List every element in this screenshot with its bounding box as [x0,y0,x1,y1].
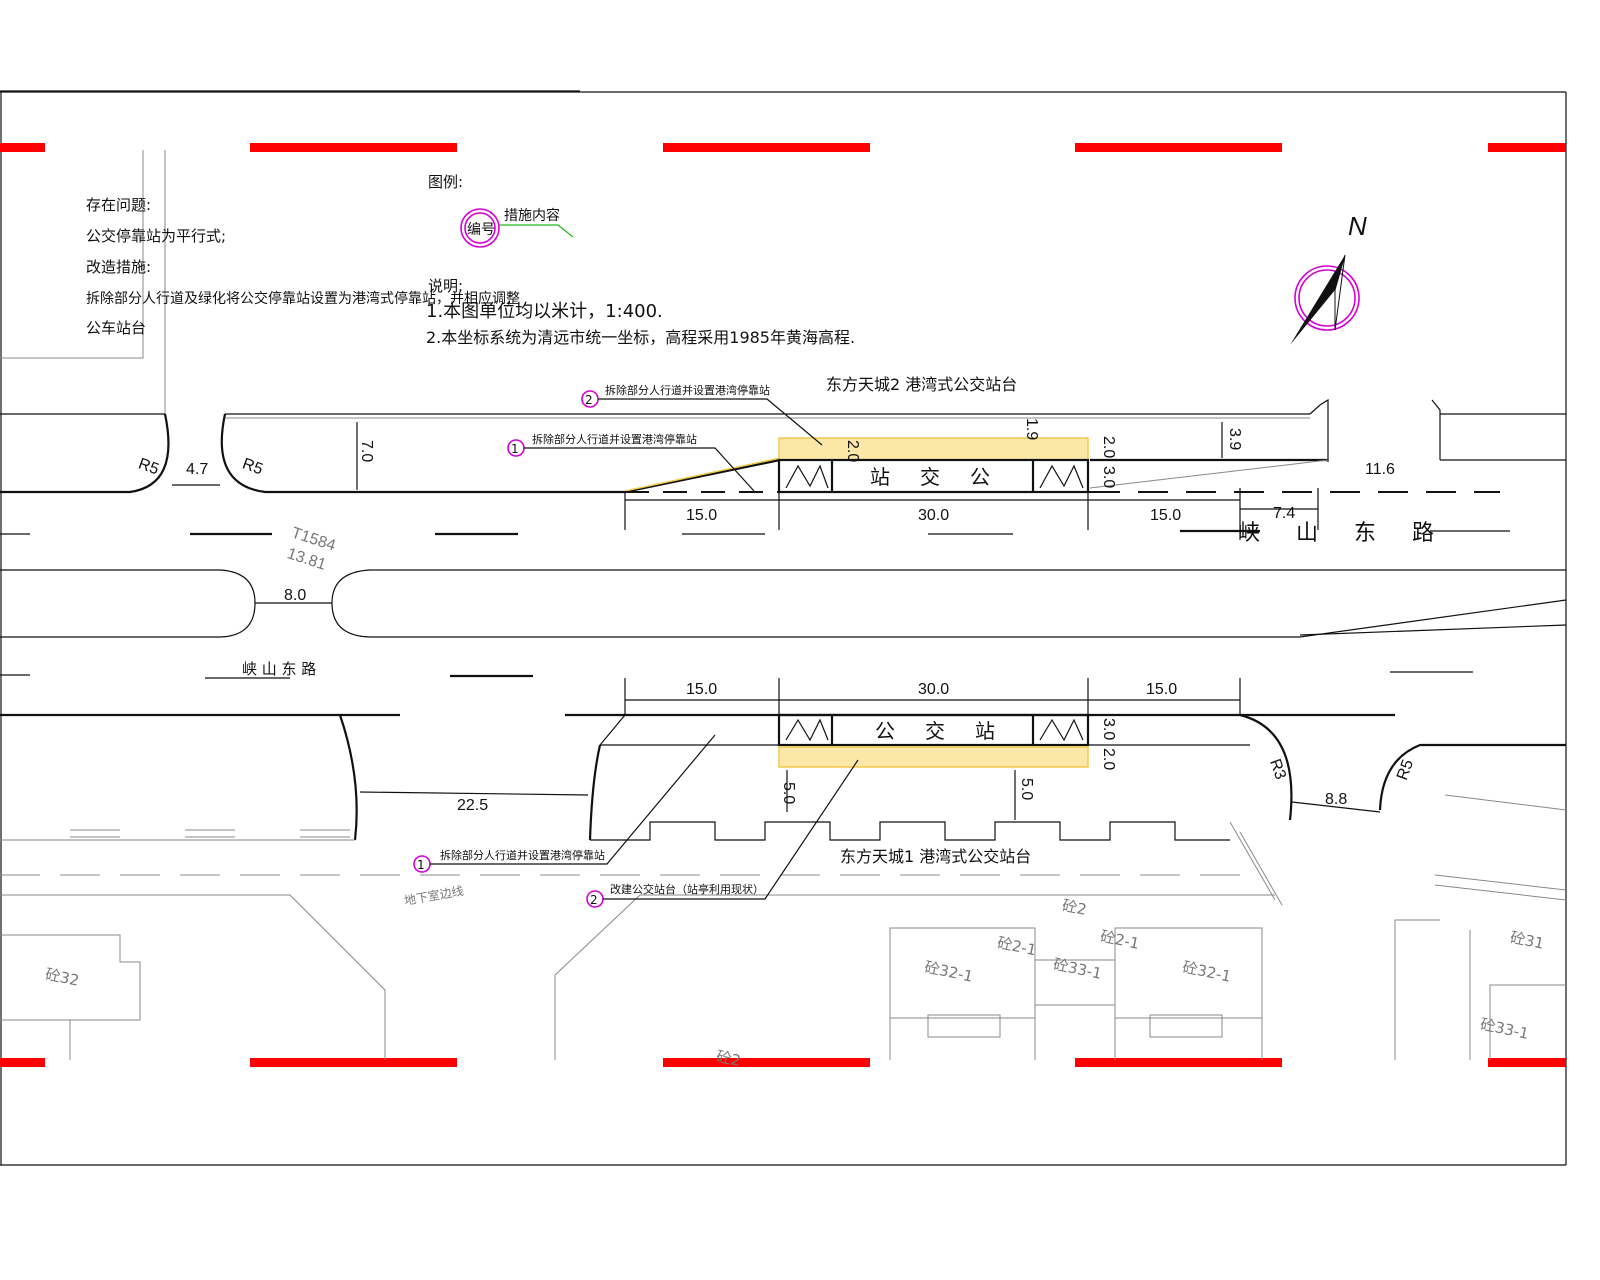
dim-8-0: 8.0 [284,587,306,604]
lower-dimensions: 15.0 30.0 15.0 3.0 2.0 5.0 5.0 22.5 8.8 … [359,678,1417,820]
north-arrow-icon: N [1290,211,1367,345]
measures-line1: 拆除部分人行道及绿化将公交停靠站设置为港湾式停靠站，并相应调整 [86,290,520,307]
dim-r5: R5 [136,455,161,478]
measures-heading: 改造措施: [86,258,151,276]
lower-platform-paving [778,746,1089,768]
dim-2-0b: 2.0 [1100,436,1117,458]
callout-1-text: 拆除部分人行道并设置港湾停靠站 [440,848,605,862]
dim-22-5: 22.5 [457,797,488,814]
measures-line2: 公车站台 [86,319,146,337]
building-label: 砼33-1 [1479,1015,1531,1043]
dim-2-0: 2.0 [844,440,861,462]
legend-circle-label: 编号 [467,222,495,238]
dim-5-0b: 5.0 [1018,778,1035,800]
north-label: N [1348,211,1367,241]
dim-entry: 15.0 [686,507,717,524]
dim-11-6: 11.6 [1365,461,1395,478]
upper-bus-bay: 站 交 公 [777,437,1090,494]
legend-leader [499,224,574,238]
building-label: 砼2-1 [1099,927,1141,953]
upper-stop-title: 东方天城2 港湾式公交站台 [826,375,1017,394]
legend: 图例: 编号 措施内容 [428,173,574,248]
dim-r5b: R5 [240,455,265,478]
building-labels: 砼32 砼2 砼32-1 砼2-1 砼33-1 砼2-1 砼32-1 砼31 砼… [44,896,1546,1070]
callout-1-number: 1 [511,442,519,456]
dim-platform: 30.0 [918,681,949,698]
dim-r5: R5 [1394,757,1417,782]
lower-bus-bay: 公 交 站 [777,713,1090,768]
dim-exit: 15.0 [1146,681,1177,698]
problem-text: 公交停靠站为平行式; [86,227,226,245]
dim-3-0: 3.0 [1100,718,1117,740]
dim-platform: 30.0 [918,507,949,524]
dim-3-9: 3.9 [1226,428,1243,450]
notes: 说明: 1.本图单位均以米计，1:400. 2.本坐标系统为清远市统一坐标，高程… [426,277,855,347]
dim-7-4: 7.4 [1273,505,1295,522]
dim-4-7: 4.7 [186,461,208,478]
upper-callouts: 东方天城2 港湾式公交站台 2 拆除部分人行道并设置港湾停靠站 1 拆除部分人行… [242,375,1434,678]
dim-5-0: 5.0 [780,782,797,804]
bay-text-char: 公 [970,465,990,489]
lower-callouts: 东方天城1 港湾式公交站台 1 拆除部分人行道并设置港湾停靠站 2 改建公交站台… [403,734,1031,908]
callout-1-number: 1 [417,858,425,872]
dim-7-0: 7.0 [358,440,375,462]
callout-2-text: 拆除部分人行道并设置港湾停靠站 [605,383,770,397]
zigzag-marking-icon [1039,718,1084,742]
bay-text-char: 站 [975,719,995,743]
road-name-char: 山 [1296,521,1318,546]
callout-1-text: 拆除部分人行道并设置港湾停靠站 [532,432,697,446]
building-label: 砼2-1 [996,934,1038,960]
frame [0,90,1567,1166]
building-label: 砼33-1 [1052,955,1104,983]
zigzag-marking-icon [1039,464,1084,489]
notes-title: 说明: [428,277,463,295]
dim-8-8: 8.8 [1325,791,1347,808]
dim-1-9: 1.9 [1023,418,1040,440]
road-name-char: 东 [1354,521,1376,546]
dim-exit: 15.0 [1150,507,1181,524]
building-label: 砼2 [1061,896,1089,919]
upper-dimensions: 15.0 30.0 15.0 7.4 11.6 2.0 1.9 2.0 3.0 … [136,418,1395,604]
dim-r3: R3 [1266,757,1289,782]
road-name-char: 峡 [1238,521,1260,546]
building-outline-topleft [0,150,166,415]
callout-2-number: 2 [585,393,593,407]
problem-heading: 存在问题: [86,196,151,214]
road-name-left: 峡 山 东 路 [242,660,316,678]
road-name-char: 路 [1412,521,1434,546]
lower-stop-title: 东方天城1 港湾式公交站台 [840,847,1031,866]
callout-circle-icon [460,208,500,248]
dim-entry: 15.0 [686,681,717,698]
note-1: 1.本图单位均以米计，1:400. [426,301,663,322]
dim-2-0: 2.0 [1100,748,1117,770]
building-label: 砼32 [44,965,81,990]
bay-text-char: 公 [875,719,895,743]
bay-text-char: 站 [870,465,890,489]
zigzag-marking-icon [785,718,829,742]
building-label: 砼2 [715,1047,743,1070]
building-label: 砼31 [1509,928,1546,953]
dim-3-0: 3.0 [1100,466,1117,488]
building-label: 砼32-1 [1181,958,1233,986]
note-2: 2.本坐标系统为清远市统一坐标，高程采用1985年黄海高程. [426,328,855,347]
underground-line-label: 地下室边线 [403,883,465,908]
frame-marks [0,143,1566,1067]
problem-description: 存在问题: 公交停靠站为平行式; 改造措施: 拆除部分人行道及绿化将公交停靠站设… [86,196,520,337]
callout-2-number: 2 [590,893,598,907]
callout-2-text: 改建公交站台（站亭利用现状） [610,882,764,896]
legend-title: 图例: [428,173,463,191]
legend-leader-label: 措施内容 [504,207,560,224]
bay-text-char: 交 [925,719,945,743]
buildings [0,919,1566,1060]
building-label: 砼32-1 [923,958,975,986]
zigzag-marking-icon [785,464,829,489]
bay-text-char: 交 [920,465,940,489]
upper-platform-paving [778,437,1089,461]
